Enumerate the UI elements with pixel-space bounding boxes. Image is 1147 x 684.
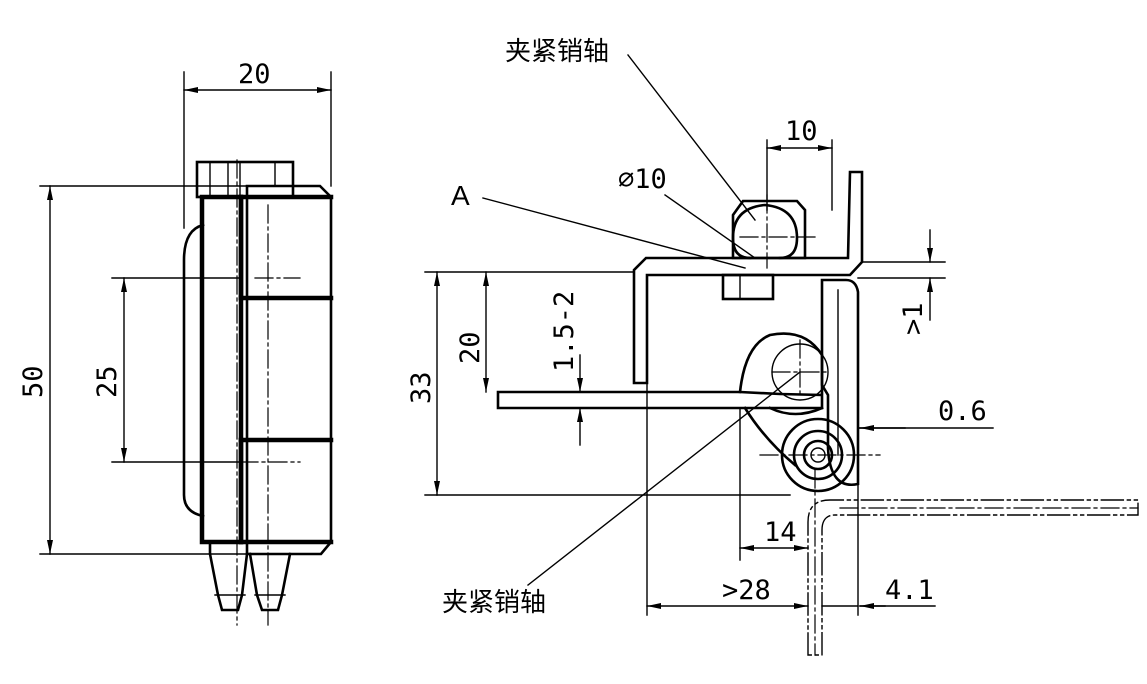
right-pin-tip (248, 552, 292, 612)
pin-diameter-dim-label: ∅10 (618, 164, 667, 195)
lower-clamp-pin (738, 332, 824, 395)
clearance-dim-label: >1 (898, 302, 929, 335)
clamp-pin-bottom-label: 夹紧销轴 (442, 588, 546, 618)
pitch-dim-label: 25 (92, 365, 123, 398)
phantom-open-leaf (807, 499, 1139, 656)
upper-leaf (632, 170, 864, 385)
width-dim-label: 20 (238, 59, 271, 90)
right-knuckle-stack (245, 184, 333, 556)
top-clamp-pin (731, 199, 807, 260)
clamp-detail-a (721, 273, 775, 301)
clamp-pin-top-label: 夹紧销轴 (505, 37, 609, 67)
knuckle-frame (820, 278, 860, 487)
side-view: 10 ∅10 夹紧销轴 A 夹紧销轴 33 20 1.5-2 >1 (406, 37, 1139, 656)
height-dim-label: 50 (18, 365, 49, 398)
lower-leaf (496, 390, 824, 410)
front-view: 20 50 25 (18, 59, 334, 626)
overall-height-dim-label: 33 (406, 371, 437, 404)
pin-width-dim-label: 10 (785, 116, 818, 147)
edge-dim-label: 4.1 (885, 575, 934, 606)
leaf-height-dim-label: 20 (455, 331, 486, 364)
gap-dim-label: 1.5-2 (549, 291, 580, 372)
detail-a-label: A (451, 180, 470, 211)
min-length-dim-label: >28 (722, 575, 771, 606)
thickness-dim-label: 0.6 (938, 396, 987, 427)
top-pin-cap (195, 160, 295, 199)
offset-dim-label: 14 (764, 517, 797, 548)
left-pin-tip (208, 540, 249, 612)
left-leaf (199, 194, 244, 545)
back-plate (182, 223, 205, 518)
